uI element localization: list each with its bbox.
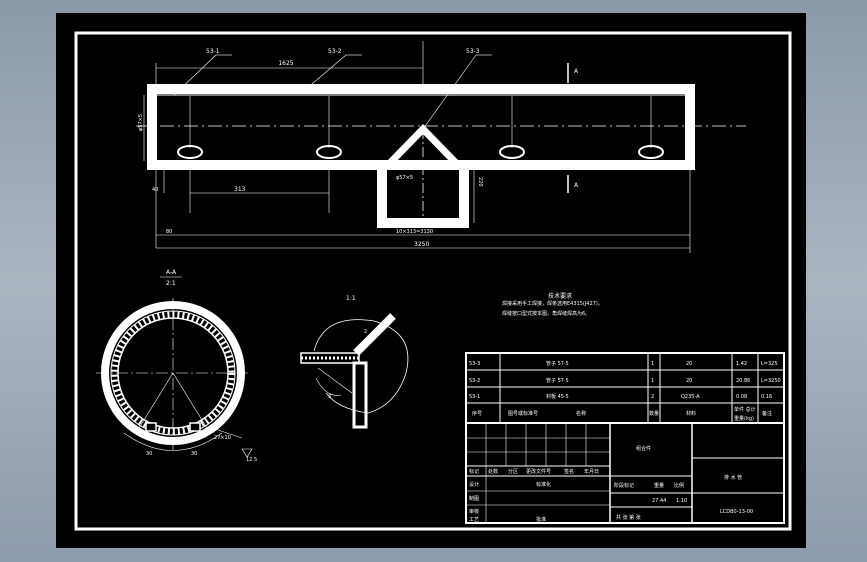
section-scale: 2:1 — [166, 280, 176, 287]
dim-220: 220 — [477, 177, 483, 187]
tb-weight: 27.44 — [652, 498, 666, 504]
tech-requirements: 技术要求 焊接采用手工焊接，焊条选用E4315(J427)。 焊缝按口型式按本图… — [502, 292, 603, 317]
detail-view: 1:1 2 3 — [300, 295, 409, 429]
dim-40: 40 — [152, 187, 158, 193]
tb-stage: 阶段标记 — [614, 482, 634, 489]
tb-scale-label: 比例 — [674, 482, 684, 489]
tb-gongyi: 工艺 — [469, 517, 479, 523]
section-note: 27×10 — [214, 435, 231, 441]
drawing-sheet: 1625 53-1 53-2 53-3 A A φ57×5 220 φ57×5 … — [56, 13, 806, 548]
tech-title: 技术要求 — [548, 292, 572, 300]
dim-3250: 3250 — [414, 241, 429, 248]
pipe-dia-label: φ57×5 — [138, 114, 144, 131]
bom-h-qty: 数量 — [649, 410, 659, 417]
tb-shenhe: 审核 — [469, 508, 479, 515]
bom-row-1-name: 管子 57·5 — [546, 360, 569, 367]
detail-scale: 1:1 — [346, 295, 356, 302]
bom-row-2-unit: 20.86 — [736, 378, 750, 384]
border-frame — [74, 31, 792, 531]
title-block — [465, 352, 785, 524]
tb-biaoji: 标记 — [469, 468, 479, 475]
bom-text: 53-3 管子 57·5 1 20 1.42 L=325 53-2 管子 57·… — [469, 360, 781, 523]
balloon-53-2: 53-2 — [328, 48, 342, 55]
tb-drawing-no: LCDB0-13-00 — [720, 509, 753, 515]
tb-qianming: 签名 — [564, 468, 574, 475]
bom-row-1-code: 53-3 — [469, 361, 480, 367]
section-mark-a-top: A — [574, 68, 579, 75]
drain-holes — [177, 145, 664, 159]
bom-row-1-qty: 1 — [651, 361, 654, 367]
front-view: 1625 53-1 53-2 53-3 A A φ57×5 220 φ57×5 … — [136, 41, 746, 253]
tb-date: 年月日 — [584, 468, 599, 475]
bom-row-1-mat: 20 — [686, 361, 692, 367]
engineering-drawing: 1625 53-1 53-2 53-3 A A φ57×5 220 φ57×5 … — [74, 31, 792, 531]
tb-zhitu: 制图 — [469, 495, 479, 502]
tb-gaiwen: 更改文件号 — [526, 468, 551, 475]
section-r: 12.5 — [246, 457, 257, 463]
tb-material: 组合件 — [636, 445, 651, 452]
detail-dim-3: 3 — [328, 394, 331, 400]
tech-line-2: 焊缝按口型式按本图。角焊缝焊高为6。 — [502, 310, 590, 317]
tb-fenqu: 分区 — [508, 468, 518, 475]
section-view-aa: A-A 2:1 30 30 27×10 12.5 — [96, 269, 257, 463]
bom-row-3-name: 封板 45·5 — [546, 393, 569, 400]
bom-row-3-total: 0.16 — [761, 394, 772, 400]
bom-row-3-mat: Q235-A — [681, 394, 700, 400]
tb-sheets: 共 张 第 张 — [616, 514, 641, 521]
bom-h-code: 图号或标准号 — [508, 410, 538, 417]
bom-row-2-name: 管子 57·5 — [546, 377, 569, 384]
section-dim-30b: 30 — [191, 451, 197, 457]
tb-sheji: 设计 — [469, 481, 479, 488]
tb-biaozhunhua: 标准化 — [536, 481, 551, 488]
balloon-53-1: 53-1 — [206, 48, 220, 55]
dim-313: 313 — [234, 186, 246, 193]
bom-row-2-total: L=3250 — [761, 378, 781, 384]
bom-row-2-mat: 20 — [686, 378, 692, 384]
branch-pipe-label: φ57×5 — [396, 175, 413, 181]
bom-h-mat: 材料 — [686, 410, 696, 417]
detail-dim-2: 2 — [364, 329, 367, 335]
bom-h-name: 名称 — [576, 410, 586, 417]
bom-row-1-total: L=325 — [761, 361, 778, 367]
bom-row-3-unit: 0.08 — [736, 394, 747, 400]
bom-row-2-code: 53-2 — [469, 378, 480, 384]
bom-h-weight: 单件 总计 — [734, 406, 756, 413]
tb-part-name: 排 水 管 — [724, 474, 742, 481]
bom-row-3-code: 53-1 — [469, 394, 480, 400]
tb-pizhun: 批准 — [536, 516, 546, 523]
tb-scale: 1:10 — [676, 498, 687, 504]
bom-h-remark: 备注 — [762, 410, 772, 417]
section-dim-30a: 30 — [146, 451, 152, 457]
balloon-53-3: 53-3 — [466, 48, 480, 55]
tech-line-1: 焊接采用手工焊接，焊条选用E4315(J427)。 — [502, 300, 603, 307]
dim-80: 80 — [166, 229, 172, 235]
main-pipe — [147, 84, 695, 170]
tb-weight-label: 重量 — [654, 482, 664, 489]
bom-h-weight2: 重量(kg) — [734, 415, 754, 422]
dim-1625: 1625 — [278, 60, 293, 67]
dim-chain: 10×313=3130 — [396, 229, 433, 235]
section-mark-a-bottom: A — [574, 182, 579, 189]
bom-h-seq: 序号 — [472, 410, 482, 417]
section-title: A-A — [166, 269, 177, 276]
bom-row-2-qty: 1 — [651, 378, 654, 384]
tb-chushu: 处数 — [488, 468, 498, 475]
bom-row-1-unit: 1.42 — [736, 361, 747, 367]
bom-row-3-qty: 2 — [651, 394, 654, 400]
